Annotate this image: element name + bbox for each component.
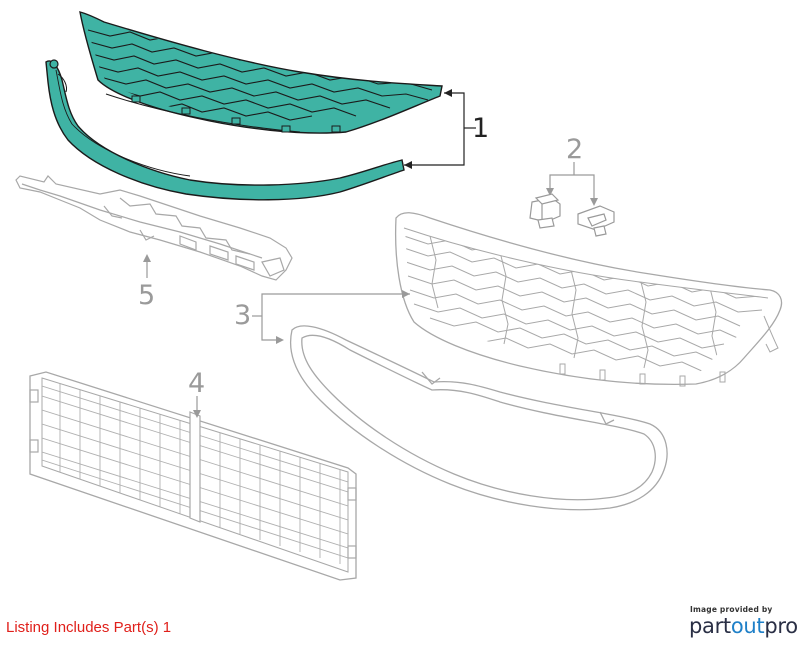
callout-4: 4 <box>188 368 206 399</box>
callout-3: 3 <box>234 300 252 331</box>
callout-4-leader <box>193 396 201 418</box>
logo-pro: pro <box>764 614 798 638</box>
part-5-bracket <box>15 175 293 281</box>
logo-out: out <box>730 614 765 638</box>
watermark-provided-by: Image provided by <box>690 605 773 614</box>
part-2-clips <box>529 162 615 237</box>
part-4-shutter-grille <box>29 371 357 581</box>
callout-1-leader <box>404 89 476 169</box>
logo-part: part <box>689 614 731 638</box>
callout-2: 2 <box>566 134 584 165</box>
callout-3-leaders <box>252 290 410 344</box>
part-3-lower-grille <box>395 212 783 387</box>
part-1-upper-grille[interactable] <box>79 11 443 134</box>
listing-note: Listing Includes Part(s) 1 <box>6 619 172 636</box>
callout-5-leader <box>143 254 151 278</box>
callout-1: 1 <box>472 113 490 144</box>
callout-5: 5 <box>138 280 156 311</box>
part-1-molding-strip[interactable] <box>45 59 405 201</box>
watermark-logo: partoutpro <box>689 614 798 638</box>
part-3-trim-ring <box>290 325 668 511</box>
